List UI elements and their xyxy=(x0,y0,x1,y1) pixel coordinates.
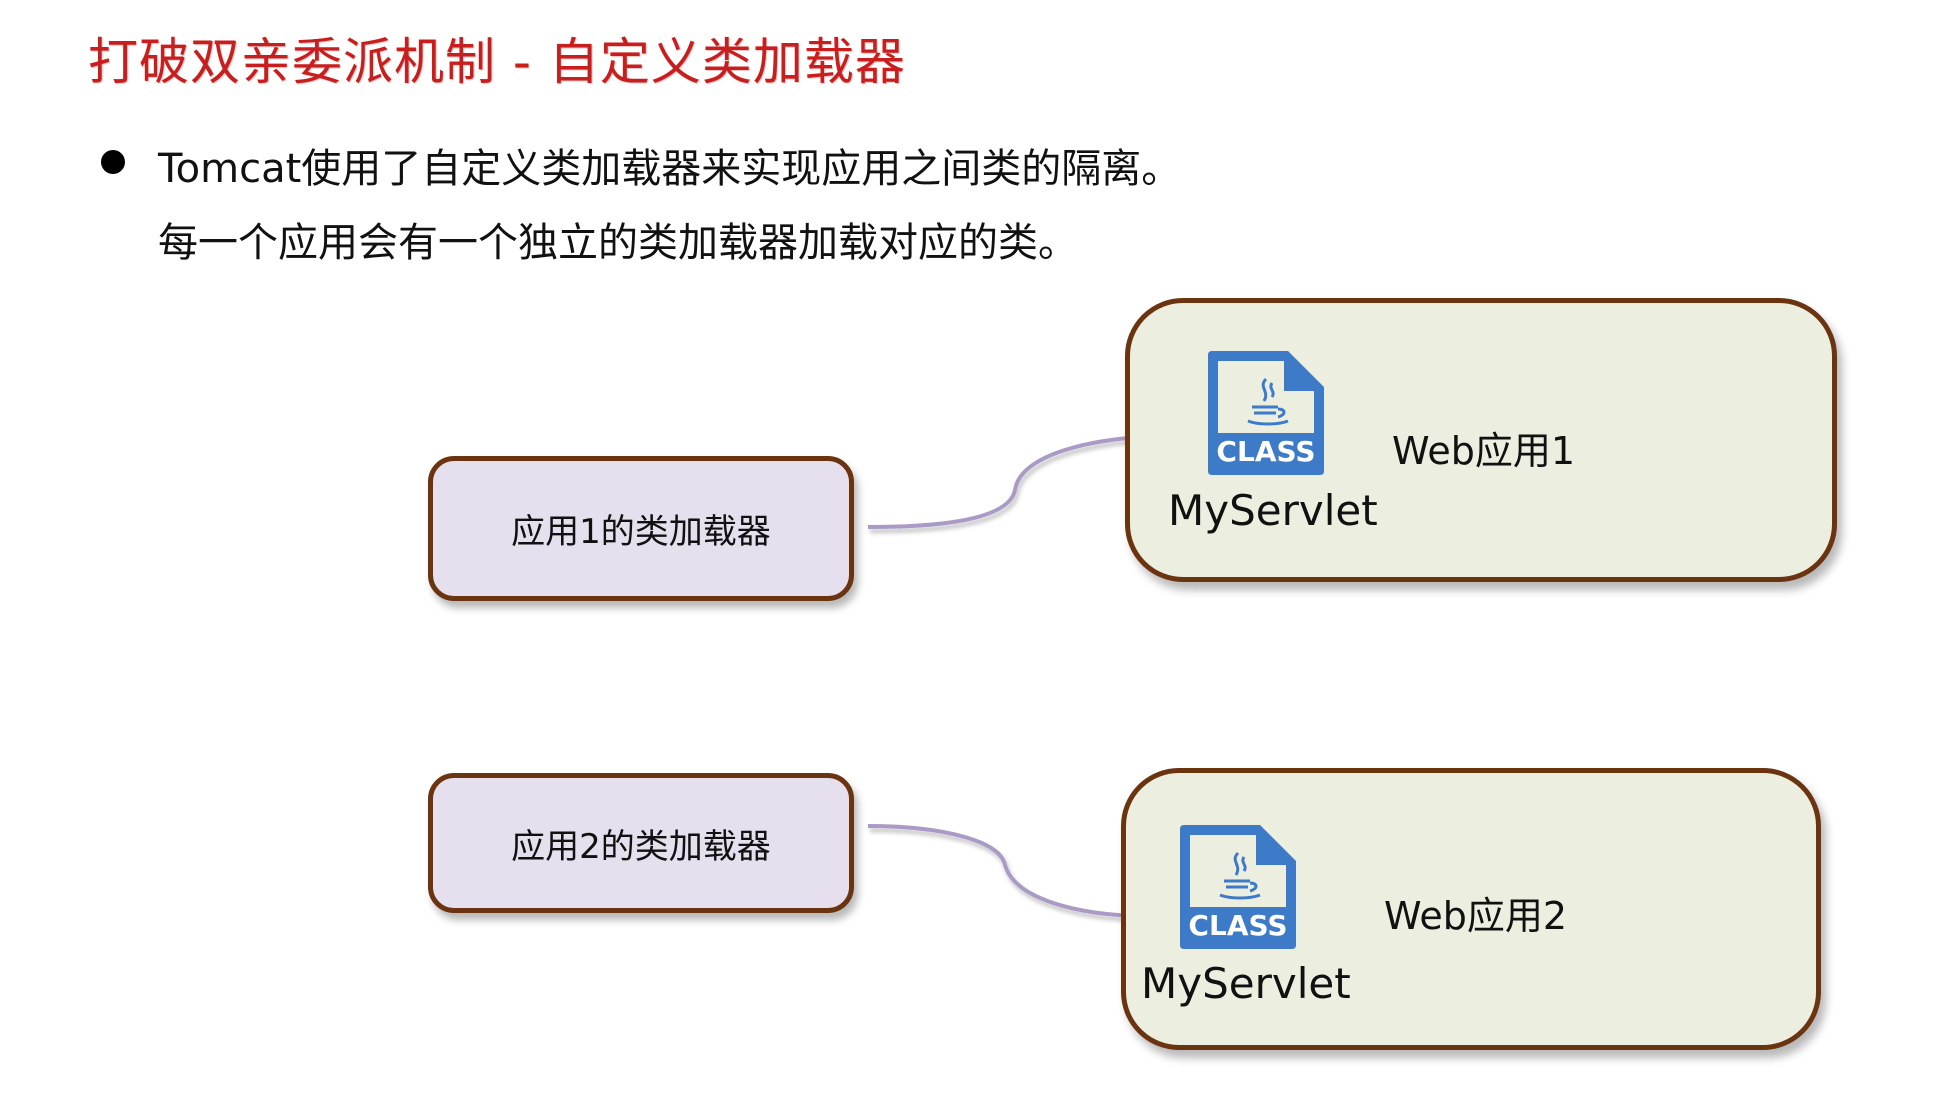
webapp1-class-name: MyServlet xyxy=(1168,486,1378,535)
class-icon-text: CLASS xyxy=(1188,909,1287,942)
arrow-loader2-to-webapp2 xyxy=(867,824,1149,924)
slide-title: 打破双亲委派机制 - 自定义类加载器 xyxy=(88,33,906,91)
webapp1-label: Web应用1 xyxy=(1392,429,1576,473)
bullet-text-line-2: 每一个应用会有一个独立的类加载器加载对应的类。 xyxy=(158,220,1078,266)
class-icon-text: CLASS xyxy=(1216,435,1315,468)
app1-classloader-box: 应用1的类加载器 xyxy=(428,456,854,601)
bullet-text-line-1: Tomcat使用了自定义类加载器来实现应用之间类的隔离。 xyxy=(158,146,1182,192)
webapp2-box: CLASS MyServlet Web应用2 xyxy=(1121,768,1821,1050)
webapp1-box: CLASS MyServlet Web应用1 xyxy=(1125,298,1837,582)
java-class-file-icon: CLASS xyxy=(1180,825,1296,949)
app2-classloader-label: 应用2的类加载器 xyxy=(511,826,771,867)
app1-classloader-label: 应用1的类加载器 xyxy=(511,512,771,552)
webapp2-label: Web应用2 xyxy=(1384,894,1568,938)
java-class-file-icon: CLASS xyxy=(1208,351,1324,475)
app2-classloader-box: 应用2的类加载器 xyxy=(428,773,854,913)
webapp2-class-name: MyServlet xyxy=(1141,959,1351,1008)
arrow-loader1-to-webapp1 xyxy=(867,428,1175,529)
bullet-icon xyxy=(101,150,125,174)
